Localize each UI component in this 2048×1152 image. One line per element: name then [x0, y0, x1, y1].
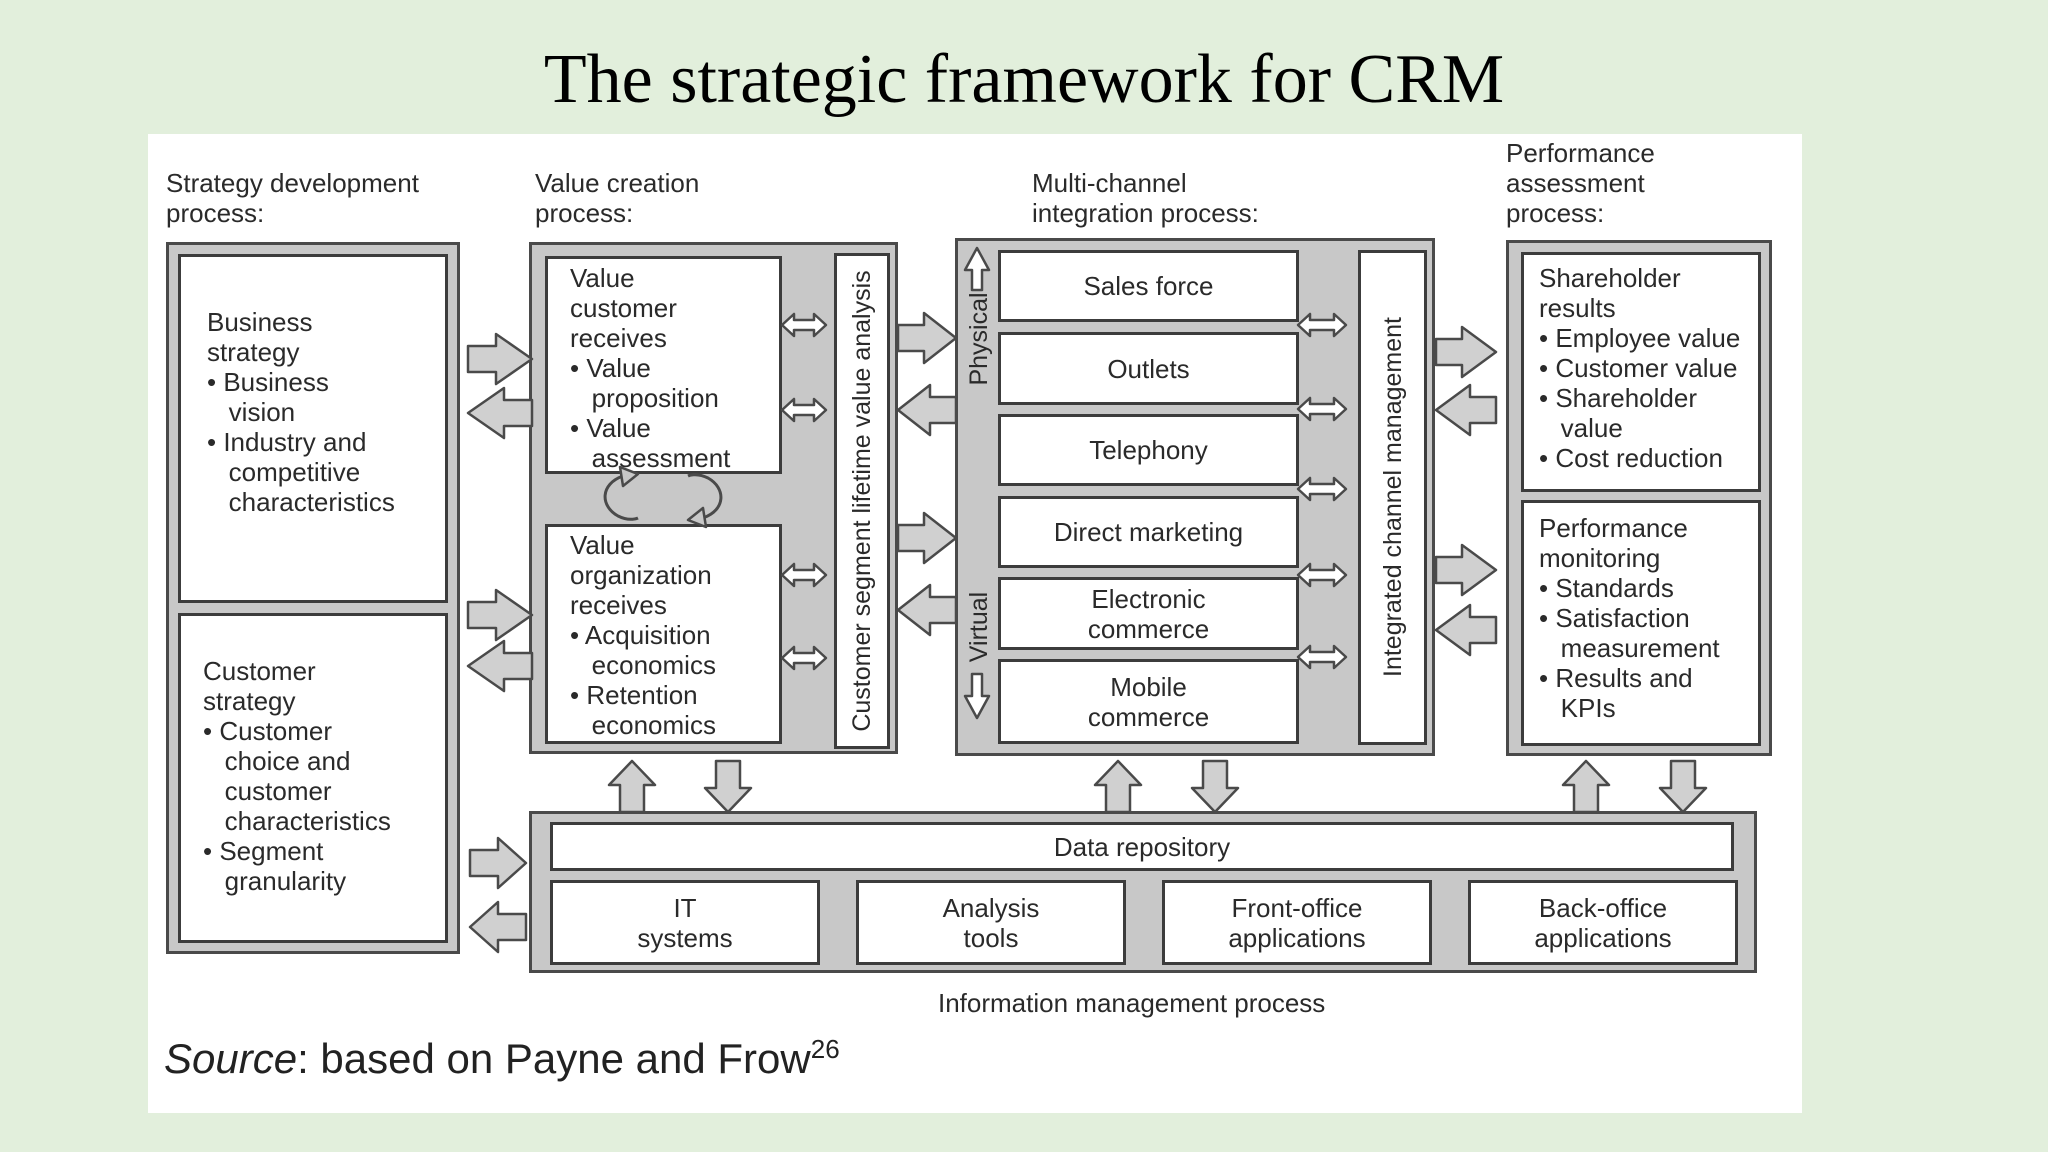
source-superscript: 26: [810, 1034, 840, 1064]
source-note: Source: based on Payne and Frow26: [164, 1034, 840, 1083]
strategy-header: Strategy development process:: [166, 168, 419, 228]
arrow-right-icon: [1434, 325, 1498, 379]
multichannel-box: Physical Virtual Sales force Outlets Tel…: [955, 238, 1435, 756]
customer-strategy-box: Customer strategy • Customer choice and …: [178, 613, 448, 943]
arrow-left-icon: [468, 900, 528, 954]
arrow-right-icon: [466, 588, 534, 642]
business-strategy-box: Business strategy • Business vision • In…: [178, 254, 448, 603]
data-repository-box: Data repository: [550, 822, 1734, 871]
double-arrow-icon: [780, 645, 828, 671]
strategy-process-box: Business strategy • Business vision • In…: [166, 242, 460, 954]
double-arrow-icon: [1296, 312, 1348, 338]
arrow-left-icon: [1434, 603, 1498, 657]
virtual-down-arrow-icon: [963, 672, 991, 720]
arrow-right-icon: [466, 332, 534, 386]
channel-telephony: Telephony: [998, 414, 1299, 486]
value-organization-text: Value organization receives • Acquisitio…: [570, 530, 716, 740]
channel-label: Direct marketing: [1053, 517, 1244, 547]
value-creation-box: Value customer receives • Value proposit…: [529, 242, 898, 754]
cycle-arrow-left-icon: [603, 474, 639, 521]
front-office-box: Front-office applications: [1162, 880, 1432, 965]
arrow-left-icon: [466, 639, 534, 693]
cycle-arrow-right-icon: [687, 473, 723, 520]
double-arrow-icon: [1296, 644, 1348, 670]
customer-strategy-text: Customer strategy • Customer choice and …: [203, 656, 391, 896]
channel-label: Electronic commerce: [1087, 583, 1210, 644]
lifetime-value-box: Customer segment lifetime value analysis: [834, 253, 890, 749]
source-text: : based on Payne and Frow: [297, 1035, 811, 1082]
info-label: IT systems: [637, 892, 733, 953]
performance-header: Performance assessment process:: [1506, 138, 1655, 228]
channel-label: Sales force: [1083, 271, 1214, 301]
value-customer-box: Value customer receives • Value proposit…: [545, 256, 782, 474]
multichannel-header: Multi-channel integration process:: [1032, 168, 1259, 228]
arrow-right-icon: [896, 311, 958, 365]
arrow-down-icon: [1658, 759, 1708, 814]
arrow-right-icon: [468, 836, 528, 890]
information-management-caption: Information management process: [938, 988, 1326, 1018]
value-customer-text: Value customer receives • Value proposit…: [570, 263, 731, 473]
info-label: Analysis tools: [942, 892, 1040, 953]
info-label: Back-office applications: [1534, 892, 1672, 953]
arrow-right-icon: [1434, 543, 1498, 597]
arrow-left-icon: [466, 386, 534, 440]
diagram-panel: Strategy development process: Value crea…: [148, 134, 1802, 1113]
source-italic: Source: [164, 1035, 298, 1082]
arrow-left-icon: [1434, 383, 1498, 437]
channel-label: Mobile commerce: [1087, 671, 1210, 732]
arrow-left-icon: [896, 583, 958, 637]
physical-up-arrow-icon: [963, 246, 991, 292]
double-arrow-icon: [780, 312, 828, 338]
value-creation-header: Value creation process:: [535, 168, 700, 228]
channel-direct-marketing: Direct marketing: [998, 496, 1299, 568]
arrow-up-icon: [1561, 759, 1611, 814]
arrow-down-icon: [703, 759, 753, 814]
performance-monitoring-text: Performance monitoring • Standards • Sat…: [1539, 513, 1720, 723]
data-repository-label: Data repository: [1053, 831, 1231, 862]
arrow-left-icon: [896, 383, 958, 437]
info-label: Front-office applications: [1228, 892, 1366, 953]
back-office-box: Back-office applications: [1468, 880, 1738, 965]
value-organization-box: Value organization receives • Acquisitio…: [545, 524, 782, 744]
slide-title: The strategic framework for CRM: [543, 41, 1505, 118]
arrow-up-icon: [607, 759, 657, 814]
double-arrow-icon: [1296, 476, 1348, 502]
channel-sales-force: Sales force: [998, 250, 1299, 322]
double-arrow-icon: [1296, 562, 1348, 588]
arrow-up-icon: [1093, 759, 1143, 814]
double-arrow-icon: [780, 562, 828, 588]
analysis-tools-box: Analysis tools: [856, 880, 1126, 965]
business-strategy-text: Business strategy • Business vision • In…: [207, 307, 395, 517]
channel-electronic-commerce: Electronic commerce: [998, 577, 1299, 650]
channel-label: Outlets: [1107, 353, 1190, 384]
channel-outlets: Outlets: [998, 332, 1299, 405]
channel-label: Telephony: [1089, 435, 1208, 465]
shareholder-results-box: Shareholder results • Employee value • C…: [1521, 252, 1761, 492]
performance-monitoring-box: Performance monitoring • Standards • Sat…: [1521, 500, 1761, 746]
integrated-channel-box: Integrated channel management: [1358, 250, 1427, 745]
it-systems-box: IT systems: [550, 880, 820, 965]
shareholder-results-text: Shareholder results • Employee value • C…: [1539, 263, 1741, 473]
channel-mobile-commerce: Mobile commerce: [998, 659, 1299, 744]
arrow-right-icon: [896, 511, 958, 565]
performance-box: Shareholder results • Employee value • C…: [1506, 240, 1772, 756]
double-arrow-icon: [1296, 396, 1348, 422]
information-management-box: Data repository IT systems Analysis tool…: [529, 811, 1757, 973]
arrows-layer: [466, 246, 1708, 954]
arrow-down-icon: [1190, 759, 1240, 814]
double-arrow-icon: [780, 397, 828, 423]
